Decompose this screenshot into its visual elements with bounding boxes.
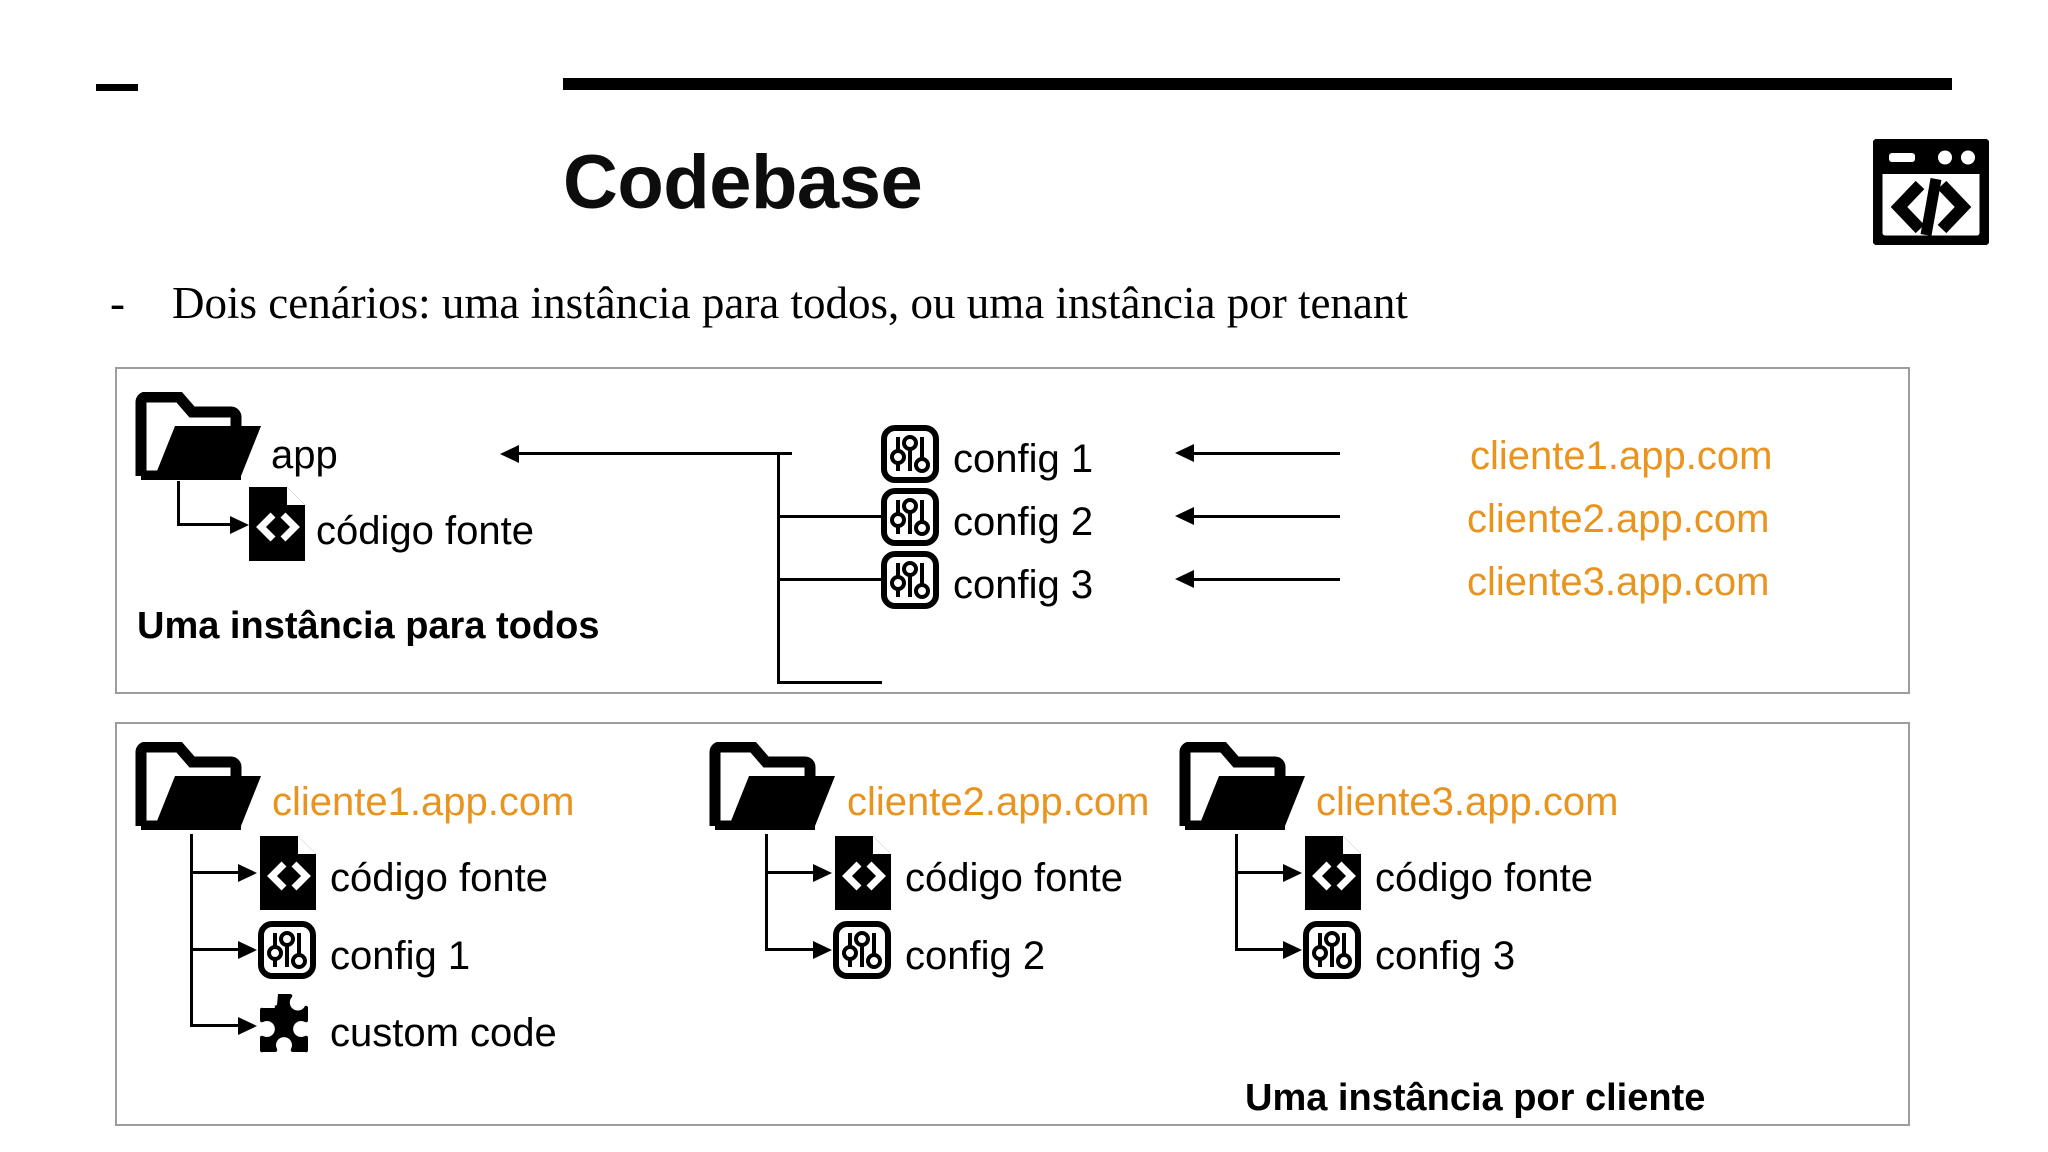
column-1-arrowhead-1 bbox=[238, 864, 257, 882]
source-code-file-icon bbox=[260, 836, 316, 910]
column-2-folder-label: cliente2.app.com bbox=[847, 780, 1150, 824]
column-1-item-1-label: código fonte bbox=[330, 856, 548, 900]
column-1-item-2-label: config 1 bbox=[330, 934, 471, 978]
folder-icon bbox=[135, 392, 265, 480]
tree-elbow-horizontal bbox=[177, 523, 232, 526]
config-sliders-icon bbox=[257, 920, 317, 980]
column-1-branch-3 bbox=[190, 1024, 240, 1027]
subtitle-bullet: - bbox=[110, 278, 125, 328]
column-2-item-1-label: código fonte bbox=[905, 856, 1123, 900]
column-3-arrowhead-2 bbox=[1283, 941, 1302, 959]
column-3-branch-1 bbox=[1235, 871, 1285, 874]
column-3-item-2-label: config 3 bbox=[1375, 934, 1516, 978]
source-code-file-icon bbox=[1305, 836, 1361, 910]
tree-elbow-vertical bbox=[177, 481, 180, 525]
tree-elbow-arrowhead bbox=[230, 516, 249, 534]
source-code-label: código fonte bbox=[316, 509, 534, 553]
fanout-branch-3 bbox=[777, 578, 882, 581]
scenario-two-panel: cliente1.app.com código fonte bbox=[115, 722, 1910, 1126]
client-2-arrowhead bbox=[1175, 507, 1194, 525]
folder-icon bbox=[1179, 742, 1309, 830]
folder-icon bbox=[709, 742, 839, 830]
column-1-arrowhead-2 bbox=[238, 941, 257, 959]
config-sliders-icon bbox=[880, 550, 940, 610]
column-2-branch-1 bbox=[765, 871, 815, 874]
column-3-folder-label: cliente3.app.com bbox=[1316, 780, 1619, 824]
column-1-tree-trunk bbox=[190, 834, 193, 1026]
config-3-label: config 3 bbox=[953, 563, 1094, 607]
code-window-icon bbox=[1873, 139, 1989, 245]
config-sliders-icon bbox=[1302, 920, 1362, 980]
fanout-branch-2 bbox=[777, 515, 882, 518]
column-3-arrowhead-1 bbox=[1283, 864, 1302, 882]
client-1-arrow-line bbox=[1185, 452, 1340, 455]
column-2-branch-2 bbox=[765, 948, 815, 951]
config-2-label: config 2 bbox=[953, 500, 1094, 544]
client-1-arrowhead bbox=[1175, 444, 1194, 462]
source-code-file-icon bbox=[835, 836, 891, 910]
config-1-label: config 1 bbox=[953, 437, 1094, 481]
column-2-tree-trunk bbox=[765, 834, 768, 950]
source-code-file-icon bbox=[249, 487, 305, 561]
fanout-top-branch bbox=[507, 452, 792, 455]
client-2-arrow-line bbox=[1185, 515, 1340, 518]
folder-icon bbox=[135, 742, 265, 830]
column-1-folder-label: cliente1.app.com bbox=[272, 780, 575, 824]
client-2-url: cliente2.app.com bbox=[1467, 497, 1770, 541]
page-title: Codebase bbox=[563, 140, 923, 225]
column-2-arrowhead-1 bbox=[813, 864, 832, 882]
app-folder-label: app bbox=[271, 433, 338, 477]
column-1-branch-1 bbox=[190, 871, 240, 874]
column-2-arrowhead-2 bbox=[813, 941, 832, 959]
fanout-branch-bottom bbox=[777, 681, 882, 684]
column-3-tree-trunk bbox=[1235, 834, 1238, 950]
config-sliders-icon bbox=[880, 487, 940, 547]
scenario-one-panel: app código fonte bbox=[115, 367, 1910, 694]
client-1-url: cliente1.app.com bbox=[1470, 434, 1773, 478]
header-rule bbox=[563, 78, 1952, 90]
fanout-trunk-lower bbox=[777, 452, 780, 682]
config-sliders-icon bbox=[880, 424, 940, 484]
subtitle-text: Dois cenários: uma instância para todos,… bbox=[172, 278, 1408, 328]
header-dash-mark bbox=[96, 84, 138, 91]
column-3-item-1-label: código fonte bbox=[1375, 856, 1593, 900]
column-2-item-2-label: config 2 bbox=[905, 934, 1046, 978]
fanout-arrowhead-to-app bbox=[500, 445, 519, 463]
client-3-arrow-line bbox=[1185, 578, 1340, 581]
column-3-branch-2 bbox=[1235, 948, 1285, 951]
column-1-arrowhead-3 bbox=[238, 1017, 257, 1035]
scenario-two-caption: Uma instância por cliente bbox=[1245, 1077, 1706, 1119]
puzzle-piece-icon bbox=[254, 992, 320, 1058]
subtitle-row: -Dois cenários: uma instância para todos… bbox=[110, 281, 2010, 341]
client-3-arrowhead bbox=[1175, 570, 1194, 588]
column-1-branch-2 bbox=[190, 948, 240, 951]
config-sliders-icon bbox=[832, 920, 892, 980]
scenario-one-caption: Uma instância para todos bbox=[137, 605, 600, 647]
client-3-url: cliente3.app.com bbox=[1467, 560, 1770, 604]
column-1-item-3-label: custom code bbox=[330, 1011, 557, 1055]
